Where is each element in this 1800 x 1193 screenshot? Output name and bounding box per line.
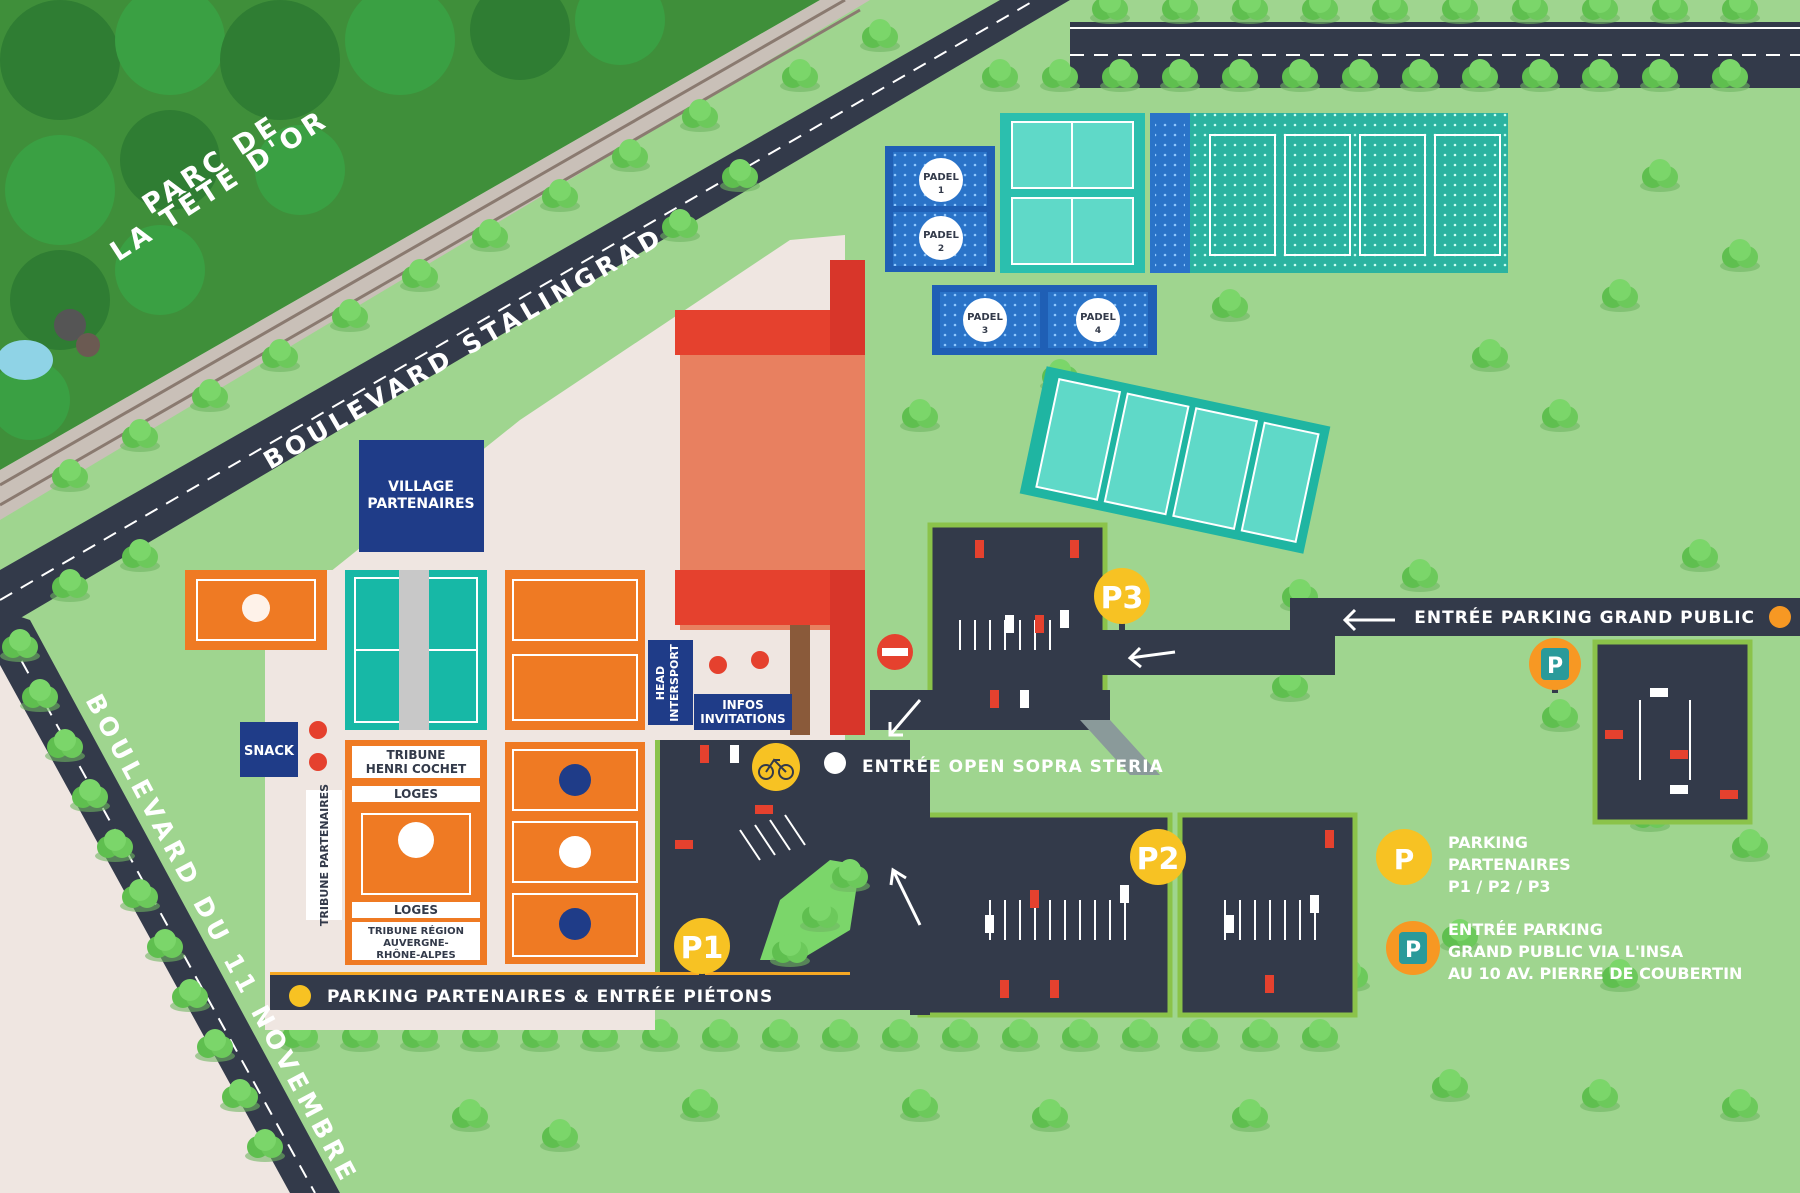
p3-marker: P3: [1094, 568, 1150, 632]
svg-text:3: 3: [982, 326, 988, 336]
p2-marker: P2: [1130, 829, 1186, 895]
svg-text:PADEL: PADEL: [923, 172, 959, 183]
legend-grand-public: P ENTRÉE PARKING GRAND PUBLIC VIA L'INSA…: [1386, 920, 1742, 983]
svg-text:P2: P2: [1137, 842, 1180, 877]
court-clay-left: [185, 570, 327, 650]
svg-text:PADEL: PADEL: [923, 230, 959, 241]
p-grand-public-marker: P: [1529, 638, 1581, 693]
svg-text:TRIBUNE PARTENAIRES: TRIBUNE PARTENAIRES: [318, 784, 331, 926]
svg-text:INTERSPORT: INTERSPORT: [668, 644, 681, 722]
label-entree-grand-public: ENTRÉE PARKING GRAND PUBLIC: [1414, 606, 1755, 628]
legend: P PARKING PARTENAIRES P1 / P2 / P3 P ENT…: [1376, 829, 1742, 983]
entrance-dot-pietons: [289, 985, 311, 1007]
hard-courts-top: [1000, 113, 1508, 273]
boulevard-stalingrad-road: [0, 0, 1070, 630]
village-partenaires: VILLAGE PARTENAIRES: [359, 440, 484, 552]
svg-text:AU 10 AV. PIERRE DE COUBERTIN: AU 10 AV. PIERRE DE COUBERTIN: [1448, 964, 1742, 983]
svg-text:PADEL: PADEL: [1080, 312, 1116, 323]
svg-text:P: P: [1394, 843, 1415, 876]
svg-text:PADEL: PADEL: [967, 312, 1003, 323]
svg-text:P: P: [1547, 654, 1563, 679]
svg-text:PARKING: PARKING: [1448, 833, 1528, 852]
svg-text:1: 1: [938, 186, 944, 196]
svg-text:LOGES: LOGES: [394, 903, 438, 917]
svg-text:PARTENAIRES: PARTENAIRES: [367, 496, 474, 512]
court-clay-center: [505, 570, 645, 730]
bike-icon: [752, 743, 800, 791]
padel-block-3-4: PADEL 3 PADEL 4: [932, 285, 1157, 355]
svg-text:TRIBUNE RÉGION: TRIBUNE RÉGION: [368, 924, 464, 937]
svg-text:2: 2: [938, 244, 944, 254]
svg-text:4: 4: [1095, 326, 1101, 336]
arrow-icons: [888, 608, 1395, 926]
svg-text:TRIBUNE: TRIBUNE: [386, 748, 445, 762]
label-entree-pietons: PARKING PARTENAIRES & ENTRÉE PIÉTONS: [327, 985, 773, 1007]
svg-text:INFOS: INFOS: [722, 698, 764, 712]
svg-text:GRAND PUBLIC VIA L'INSA: GRAND PUBLIC VIA L'INSA: [1448, 942, 1684, 961]
padel-block-1-2: PADEL 1 PADEL 2: [885, 146, 995, 272]
svg-text:PARTENAIRES: PARTENAIRES: [1448, 855, 1571, 874]
svg-text:P3: P3: [1101, 581, 1144, 616]
svg-text:P: P: [1405, 938, 1421, 963]
svg-text:AUVERGNE-: AUVERGNE-: [383, 938, 448, 949]
svg-text:SNACK: SNACK: [244, 744, 295, 759]
svg-text:HENRI COCHET: HENRI COCHET: [366, 762, 467, 776]
main-building: [675, 260, 865, 735]
tribune-partenaires: TRIBUNE PARTENAIRES: [306, 784, 342, 926]
svg-text:LOGES: LOGES: [394, 787, 438, 801]
tribune-henri-cochet: TRIBUNE HENRI COCHET LOGES LOGES TRIBUNE…: [345, 740, 487, 965]
svg-text:HEAD: HEAD: [654, 666, 667, 700]
svg-text:P1 / P2 / P3: P1 / P2 / P3: [1448, 877, 1551, 896]
hard-courts-tilted: [1019, 366, 1331, 554]
svg-text:ENTRÉE PARKING: ENTRÉE PARKING: [1448, 920, 1603, 939]
no-entry-icon: [877, 634, 913, 670]
court-clay-lower: [505, 742, 645, 964]
svg-text:VILLAGE: VILLAGE: [388, 479, 454, 495]
head-intersport: HEAD INTERSPORT: [648, 640, 693, 725]
svg-text:INVITATIONS: INVITATIONS: [700, 712, 785, 726]
p1-marker: P1: [674, 918, 730, 983]
svg-text:RHÔNE-ALPES: RHÔNE-ALPES: [376, 948, 455, 961]
snack: SNACK: [240, 721, 327, 777]
svg-text:P1: P1: [681, 931, 724, 966]
label-entree-open: ENTRÉE OPEN SOPRA STERIA: [862, 755, 1164, 777]
legend-partenaires: P PARKING PARTENAIRES P1 / P2 / P3: [1376, 829, 1571, 896]
court-hard-center: [345, 570, 487, 730]
entrance-dot-open: [824, 752, 846, 774]
infos-invitations: INFOS INVITATIONS: [694, 651, 792, 730]
entrance-dot-grand-public: [1769, 606, 1791, 628]
